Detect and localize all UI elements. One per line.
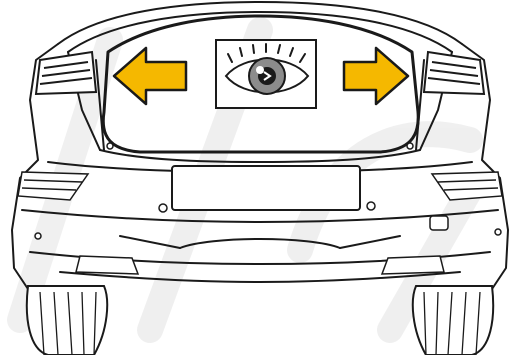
wheel-right (413, 286, 493, 355)
arrow-right-icon (344, 48, 408, 104)
license-plate (172, 166, 360, 210)
tail-light-right (424, 52, 484, 94)
tail-light-left (36, 52, 96, 94)
eye-icon (216, 40, 316, 108)
reflector-left (18, 172, 88, 200)
reflector-right (432, 172, 502, 200)
wheel-left (27, 286, 107, 355)
tow-hook-cover (430, 216, 448, 230)
arrow-left-icon (114, 48, 186, 104)
